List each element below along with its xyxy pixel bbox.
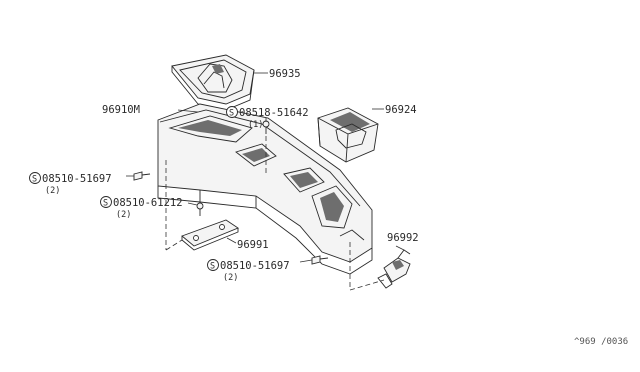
s4-symbol: S [210, 262, 215, 272]
s4-qty: (2) [223, 273, 238, 283]
screw-s1-glyph [262, 120, 270, 134]
leader-lines [126, 72, 405, 263]
s1-circle-icon [226, 106, 238, 118]
screw-s2-glyph [133, 171, 151, 181]
console-box-part [317, 107, 379, 163]
s4-number: 08510-51697 [220, 260, 290, 272]
clip-part [377, 249, 411, 289]
s1-qty: (1) [248, 120, 263, 130]
s2-circle-icon [29, 172, 41, 184]
shift-boot-part [171, 54, 255, 111]
s3-number: 08510-61212 [113, 197, 183, 209]
screw-s4-glyph [311, 255, 329, 265]
s1-number: 08518-51642 [239, 107, 309, 119]
callout-console: 96910M [102, 104, 140, 116]
diagram-ref-code: ^969 /0036 [574, 337, 628, 347]
callout-bracket: 96991 [237, 239, 269, 251]
s3-qty: (2) [116, 210, 131, 220]
bracket-part [181, 219, 239, 251]
screw-s3-glyph [196, 202, 204, 216]
s2-number: 08510-51697 [42, 173, 112, 185]
assembly-lines [165, 136, 385, 291]
s3-circle-icon [100, 196, 112, 208]
s1-symbol: S [229, 109, 234, 119]
callout-clip: 96992 [387, 232, 419, 244]
s2-symbol: S [32, 175, 37, 185]
callout-boot: 96935 [269, 68, 301, 80]
callout-box: 96924 [385, 104, 417, 116]
s2-qty: (2) [45, 186, 60, 196]
s4-circle-icon [207, 259, 219, 271]
s3-symbol: S [103, 199, 108, 209]
main-console-part [157, 103, 373, 275]
